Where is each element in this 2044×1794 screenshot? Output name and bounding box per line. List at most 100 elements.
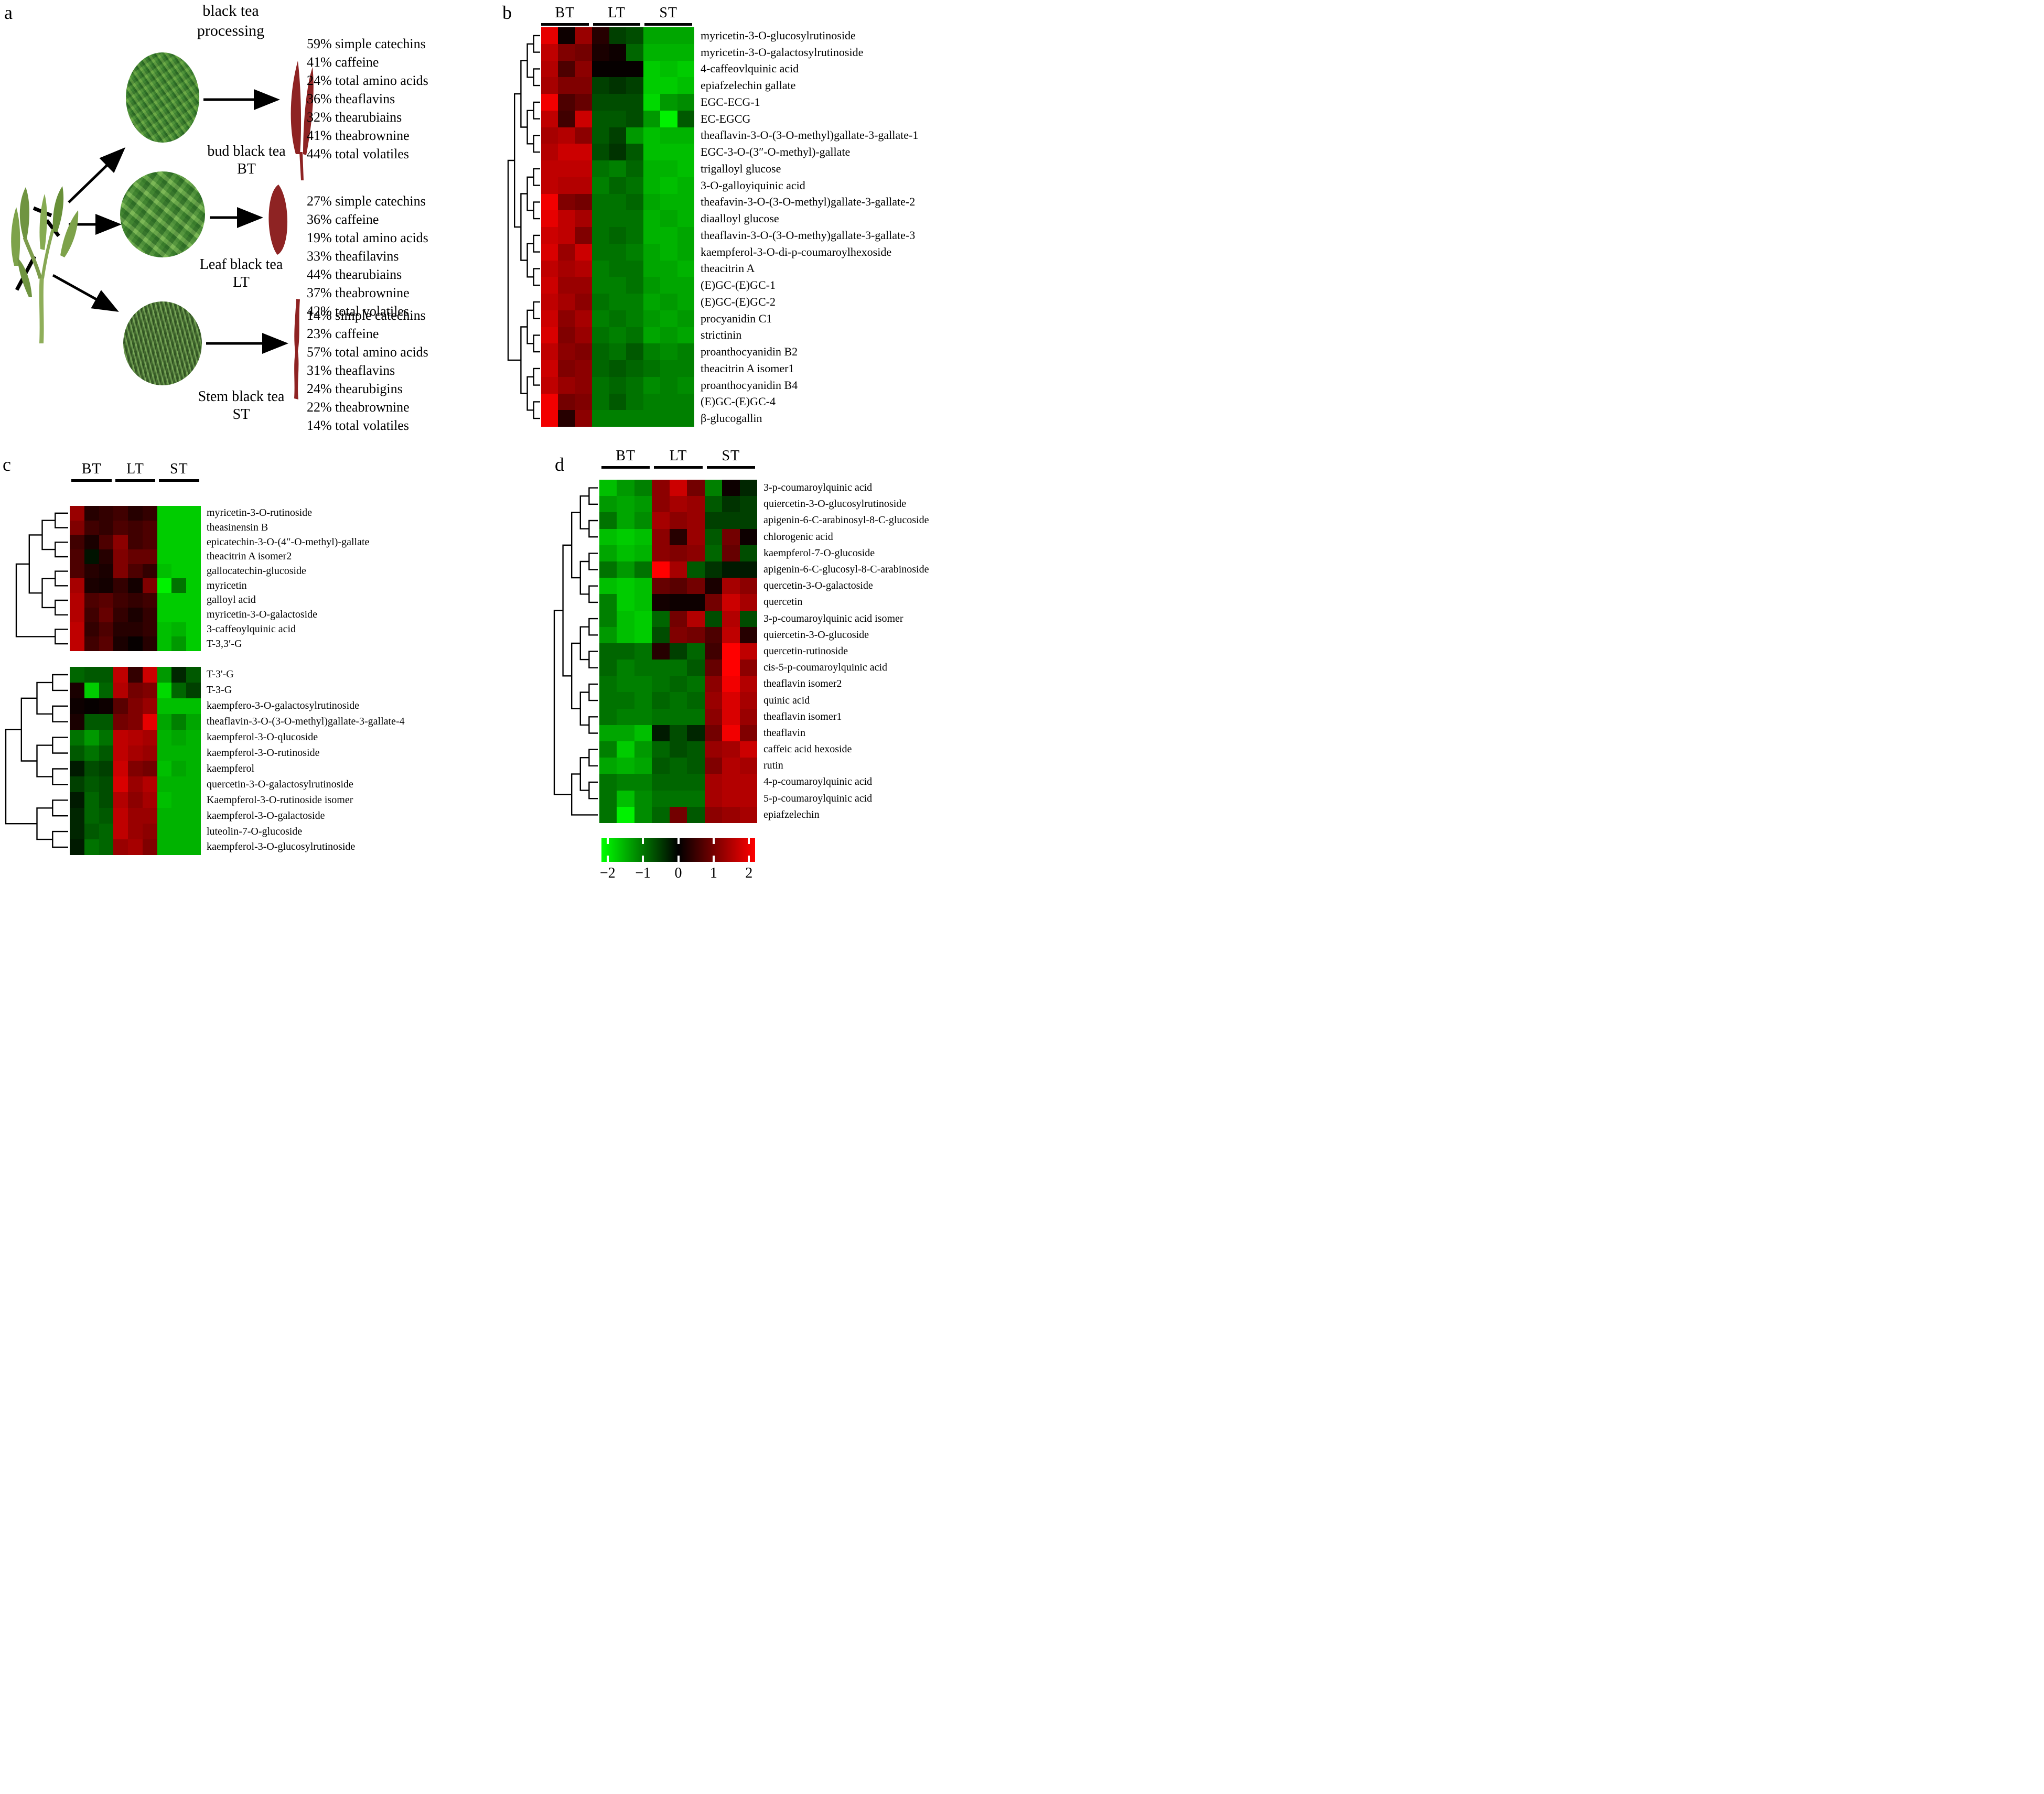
heatmap-cell bbox=[617, 545, 634, 561]
heatmap-cell bbox=[739, 692, 757, 709]
heatmap-cell bbox=[599, 512, 617, 529]
heatmap-cell bbox=[171, 622, 187, 637]
group-label: LT bbox=[669, 448, 687, 464]
heatmap-cell bbox=[592, 243, 609, 261]
heatmap-cell bbox=[617, 561, 634, 578]
heatmap-cell bbox=[186, 729, 201, 745]
heatmap-cell bbox=[617, 626, 634, 643]
colorbar-tick bbox=[642, 856, 644, 862]
row-label: Kaempferol-3-O-rutinoside isomer bbox=[207, 794, 353, 806]
row-label: quinic acid bbox=[763, 694, 810, 706]
heatmap-cell bbox=[186, 622, 201, 637]
heatmap-cell bbox=[739, 725, 757, 741]
heatmap-cell bbox=[599, 528, 617, 545]
heatmap-cell bbox=[113, 761, 128, 777]
heatmap-cell bbox=[157, 761, 172, 777]
heatmap-cell bbox=[739, 643, 757, 660]
heatmap-cell bbox=[186, 549, 201, 564]
stat-line: 31% theaflavins bbox=[307, 363, 395, 378]
heatmap-cell bbox=[634, 578, 652, 595]
heatmap-cell bbox=[592, 277, 609, 294]
colorbar-tick-label: −2 bbox=[599, 865, 616, 881]
heatmap-cell bbox=[660, 77, 677, 94]
heatmap-cell bbox=[626, 77, 643, 94]
heatmap-cell bbox=[128, 792, 143, 808]
heatmap-cell bbox=[558, 77, 575, 94]
heatmap-cell bbox=[643, 260, 661, 277]
heatmap-cell bbox=[669, 626, 687, 643]
leaf-tea-photo bbox=[120, 171, 205, 257]
heatmap-cell bbox=[128, 535, 143, 550]
heatmap-cell bbox=[722, 774, 740, 791]
group-label: ST bbox=[722, 448, 740, 464]
heatmap-cell bbox=[739, 578, 757, 595]
heatmap-cell bbox=[99, 714, 114, 730]
heatmap-cell bbox=[643, 343, 661, 360]
leaf-black-tea-silhouette bbox=[268, 185, 288, 255]
heatmap-cell bbox=[142, 808, 157, 824]
heatmap-cell bbox=[157, 535, 172, 550]
colorbar-tick bbox=[748, 838, 750, 844]
heatmap-cell bbox=[113, 593, 128, 608]
heatmap-cell bbox=[687, 594, 705, 611]
heatmap-cell bbox=[704, 790, 723, 807]
heatmap-cell bbox=[142, 792, 157, 808]
heatmap-cell bbox=[171, 776, 187, 793]
row-label: (E)GC-(E)GC-2 bbox=[701, 295, 776, 308]
heatmap-cell bbox=[541, 144, 558, 160]
heatmap-cell bbox=[157, 745, 172, 761]
tea-name: Leaf black tea bbox=[199, 256, 283, 273]
heatmap-cell bbox=[128, 636, 143, 651]
heatmap-cell bbox=[157, 636, 172, 651]
heatmap-cell bbox=[70, 578, 84, 593]
heatmap-cell bbox=[84, 607, 99, 622]
heatmap-cell bbox=[599, 741, 617, 758]
group-header-st: ST bbox=[705, 448, 757, 469]
panel-a-title-line1: black tea bbox=[202, 2, 259, 19]
heatmap-cell bbox=[617, 790, 634, 807]
row-label: cis-5-p-coumaroylquinic acid bbox=[763, 662, 888, 674]
heatmap-cell bbox=[157, 839, 172, 855]
row-label: theacitrin A isomer2 bbox=[207, 550, 292, 563]
heatmap-cell bbox=[677, 210, 694, 227]
group-underline bbox=[706, 466, 755, 469]
row-label: kaempferol-3-O-qlucoside bbox=[207, 731, 318, 743]
heatmap-cell bbox=[677, 243, 694, 261]
heatmap-cell bbox=[643, 294, 661, 310]
stem-tea-photo bbox=[123, 301, 202, 385]
group-label: BT bbox=[81, 461, 102, 477]
heatmap-cell bbox=[660, 144, 677, 160]
row-label: 3-O-galloyiquinic acid bbox=[701, 178, 805, 192]
heatmap-cell bbox=[171, 564, 187, 579]
heatmap-cell bbox=[660, 376, 677, 394]
heatmap-cell bbox=[592, 144, 609, 160]
heatmap-cell bbox=[634, 594, 652, 611]
heatmap-cell bbox=[669, 660, 687, 676]
heatmap-cell bbox=[84, 506, 99, 521]
heatmap-cell bbox=[669, 594, 687, 611]
heatmap-cell bbox=[186, 535, 201, 550]
stat-line: 41% caffeine bbox=[307, 55, 379, 70]
heatmap-cell bbox=[669, 741, 687, 758]
row-label: 5-p-coumaroylquinic acid bbox=[763, 792, 873, 804]
heatmap-cell bbox=[541, 177, 558, 194]
stat-line: 24% total amino acids bbox=[307, 73, 428, 88]
dendrogram-lines bbox=[507, 35, 540, 419]
heatmap-cell bbox=[113, 549, 128, 564]
heatmap-cell bbox=[128, 564, 143, 579]
heatmap-cell bbox=[128, 593, 143, 608]
heatmap-cell bbox=[171, 607, 187, 622]
heatmap-cell bbox=[704, 806, 723, 823]
heatmap-cell bbox=[634, 725, 652, 741]
heatmap-cell bbox=[592, 110, 609, 127]
heatmap-cell bbox=[660, 393, 677, 410]
heatmap-cell bbox=[142, 520, 157, 535]
heatmap-cell bbox=[128, 714, 143, 730]
heatmap-cell bbox=[652, 561, 670, 578]
heatmap-cell bbox=[558, 193, 575, 211]
row-label: EC-EGCG bbox=[701, 112, 751, 125]
heatmap-cell bbox=[84, 578, 99, 593]
stat-line: 33% theafilavins bbox=[307, 248, 399, 264]
heatmap-cell bbox=[677, 77, 694, 94]
